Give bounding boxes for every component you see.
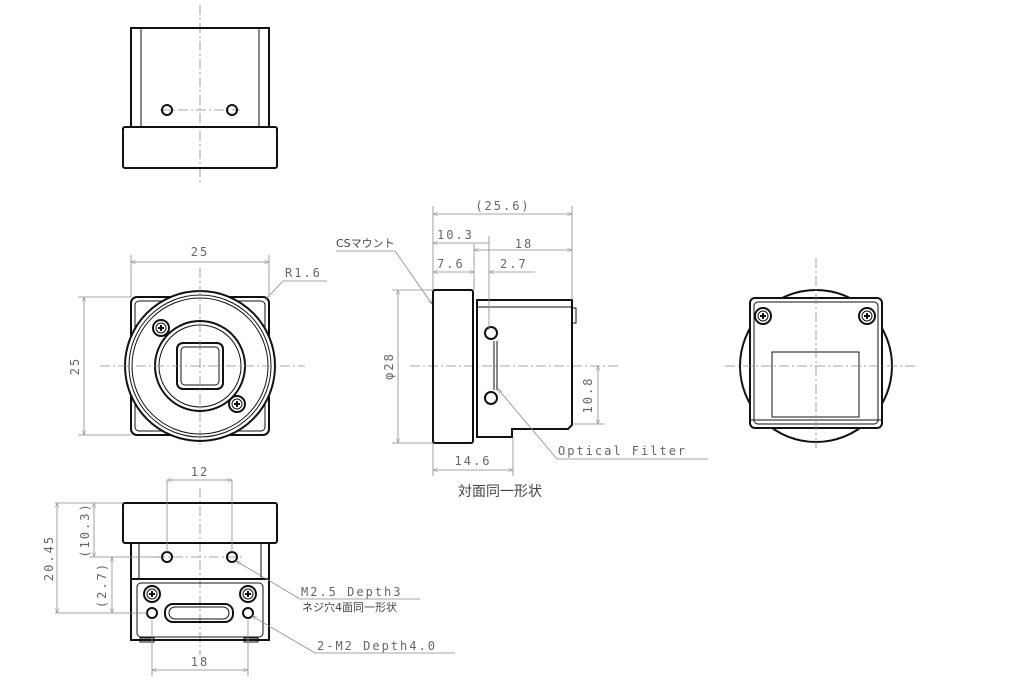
screw-icon	[143, 585, 161, 603]
dim-hole-spacing: 12	[191, 465, 209, 479]
m25-holes-label: M2.5 Depth3	[301, 585, 402, 599]
dim-bottom-height: 20.45	[42, 535, 56, 581]
side-view: (25.6) 10.3 18 7.6 2.7 φ28 10.8 14.6 対面同…	[336, 199, 708, 500]
dim-bottom-hole-offset: (10.3)	[78, 502, 92, 557]
bottom-view: 12 20.45 (10.3) (2.7) 18 M2.5 Depth3 ネジ穴…	[42, 465, 455, 676]
optical-filter-label: Optical Filter	[558, 444, 687, 458]
dim-mount-to-filter: 10.3	[437, 228, 474, 242]
dim-flange-diameter: φ28	[382, 352, 396, 380]
screw-hole	[226, 104, 238, 116]
top-view	[122, 5, 278, 185]
dim-bottom-hole-gap: (2.7)	[95, 562, 109, 608]
opposite-side-note: 対面同一形状	[458, 484, 542, 500]
cs-mount-label: CSマウント	[336, 237, 395, 250]
rear-view	[725, 258, 918, 448]
dim-bottom-hole-spacing: 18	[191, 655, 209, 669]
front-view: 25 25 R1.6	[68, 245, 327, 445]
dim-front-width: 25	[191, 245, 209, 259]
dim-filter-offset: 2.7	[500, 257, 528, 271]
dim-body-length: 18	[515, 237, 533, 251]
dim-filter-height: 10.8	[581, 377, 595, 414]
m2-holes-label: 2-M2 Depth4.0	[317, 639, 437, 653]
usb-connector	[164, 603, 234, 623]
dim-front-height: 25	[68, 357, 82, 375]
dim-overall-length: (25.6)	[475, 199, 530, 213]
dim-corner-radius: R1.6	[285, 266, 322, 280]
screw-icon	[239, 585, 257, 603]
screw-hole	[161, 104, 173, 116]
dim-flange-thickness: 7.6	[437, 257, 465, 271]
m25-holes-note: ネジ穴4面同一形状	[302, 600, 397, 614]
dim-base-length: 14.6	[455, 454, 492, 468]
